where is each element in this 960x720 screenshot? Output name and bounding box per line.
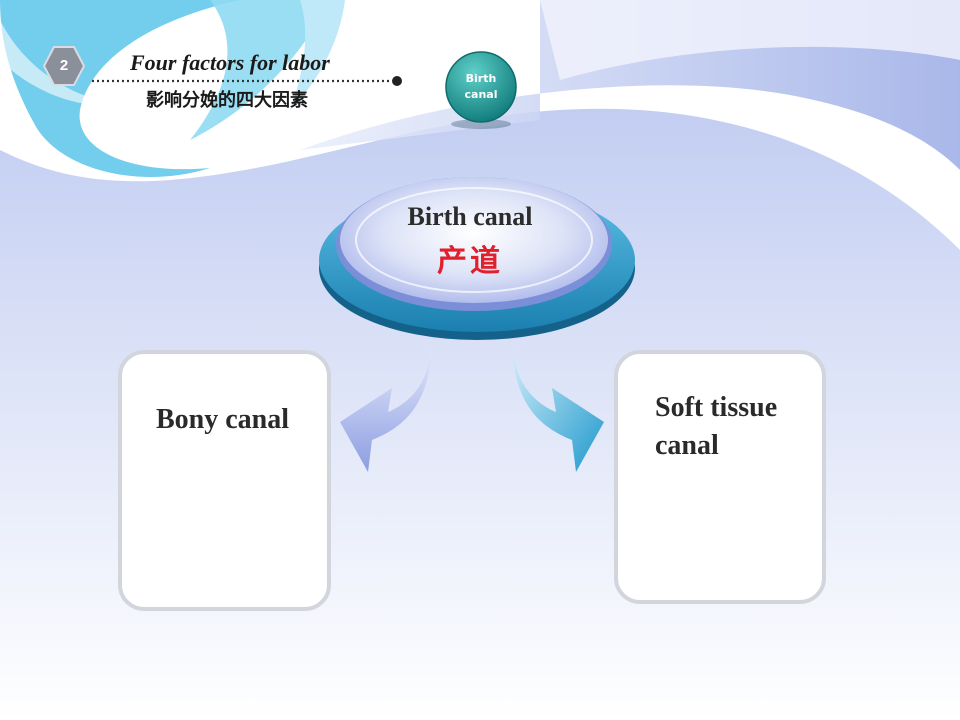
center-disc [319,177,635,340]
decorative-swoosh [0,0,345,177]
bony-canal-label: Bony canal [156,404,290,435]
title-underline-dot [392,76,402,86]
section-number: 2 [59,57,69,74]
page-subtitle: 影响分娩的四大因素 [146,90,308,111]
center-label-zh: 产道 [437,244,503,279]
bony-canal-box [118,350,331,611]
soft-tissue-canal-label: Soft tissue canal [655,392,778,461]
soft-tissue-canal-box [614,350,826,604]
arrow-to-bony-canal [340,344,432,472]
section-number-badge [42,46,86,86]
page-title: Four factors for labor [130,50,330,75]
center-label-en: Birth canal [407,202,533,231]
birth-canal-nav-button[interactable]: Birth canal [447,50,515,124]
nav-button-label: Birth canal [464,72,498,101]
nav-button-circle [445,51,517,129]
arrow-to-soft-tissue-canal [512,344,604,472]
